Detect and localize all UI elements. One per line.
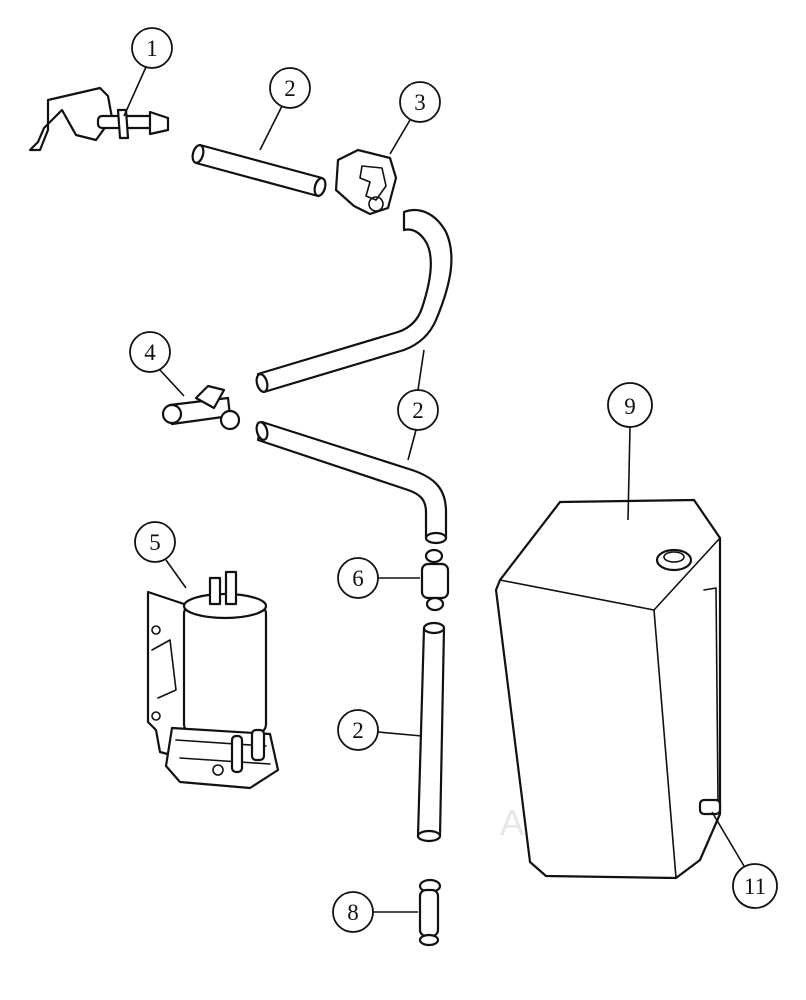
connector-part-8 <box>418 878 442 947</box>
washer-nozzle-part-1 <box>28 86 170 152</box>
svg-text:9: 9 <box>624 394 636 419</box>
hose-part-2-top <box>191 143 327 198</box>
callout-4: 4 <box>129 331 185 397</box>
callout-2-top: 2 <box>259 67 311 151</box>
hose-part-2-bent-lower <box>255 420 448 545</box>
svg-text:4: 4 <box>144 340 156 365</box>
hose-part-2-bent-upper <box>255 208 453 394</box>
svg-text:8: 8 <box>347 900 359 925</box>
callout-3: 3 <box>389 81 441 155</box>
t-connector-part-4 <box>161 384 241 431</box>
callout-8: 8 <box>332 891 418 933</box>
callout-5: 5 <box>134 521 187 589</box>
check-valve-part-6 <box>420 548 450 612</box>
svg-text:11: 11 <box>744 874 766 899</box>
callout-1: 1 <box>123 27 173 117</box>
hose-clip-part-3 <box>334 148 398 216</box>
svg-text:2: 2 <box>412 398 424 423</box>
callout-9: 9 <box>607 382 653 521</box>
callout-2-bottom: 2 <box>337 709 423 751</box>
svg-text:3: 3 <box>414 90 426 115</box>
svg-text:6: 6 <box>352 566 364 591</box>
callout-6: 6 <box>337 557 420 599</box>
svg-text:1: 1 <box>146 36 158 61</box>
hose-part-2-vertical <box>416 621 446 843</box>
svg-text:5: 5 <box>149 530 161 555</box>
reservoir-tank-part-9 <box>494 498 722 880</box>
svg-text:2: 2 <box>284 76 296 101</box>
svg-text:2: 2 <box>352 718 364 743</box>
washer-pump-part-5 <box>146 570 280 790</box>
callout-11: 11 <box>711 811 778 909</box>
callout-2-middle: 2 <box>397 349 439 461</box>
